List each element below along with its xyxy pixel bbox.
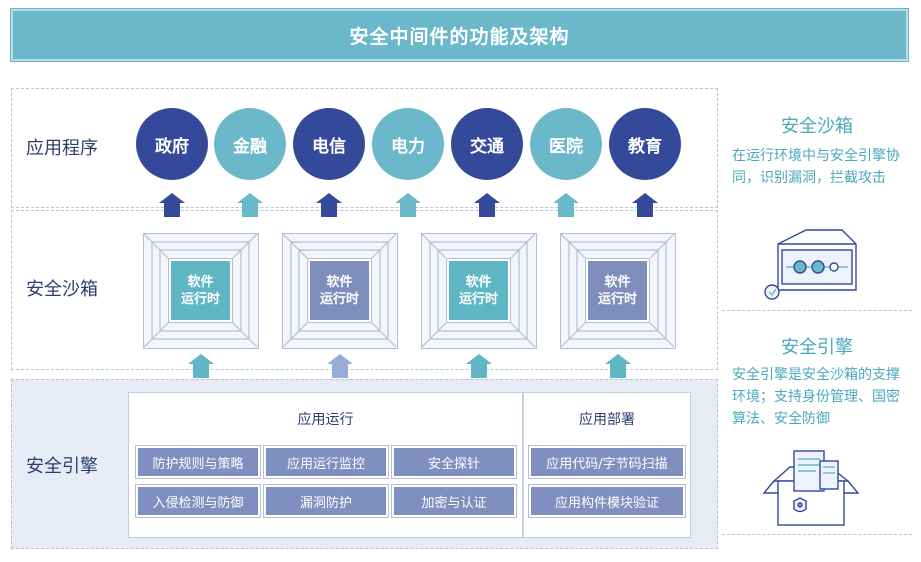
- app-circle-telecom: 电信: [293, 108, 365, 180]
- up-arrow-icon: [605, 354, 631, 378]
- side-separator: [722, 310, 912, 311]
- runtime-label: 软件 运行时: [585, 258, 650, 323]
- engine-cell: 加密与认证: [391, 484, 517, 518]
- runtime-frame: 软件 运行时: [282, 233, 398, 349]
- row-label-sandbox: 安全沙箱: [26, 279, 98, 300]
- app-run-header: 应用运行: [297, 412, 354, 428]
- side-sandbox-title: 安全沙箱: [781, 116, 853, 137]
- runtime-frame: 软件 运行时: [143, 233, 259, 349]
- up-arrow-icon: [316, 193, 342, 217]
- app-circle-government: 政府: [136, 108, 208, 180]
- runtime-label: 软件 运行时: [446, 258, 511, 323]
- sandbox-layer-panel: [11, 210, 718, 370]
- up-arrow-icon: [327, 354, 353, 378]
- runtime-label: 软件 运行时: [307, 258, 372, 323]
- engine-box-icon: [760, 447, 860, 533]
- row-label-engine: 安全引擎: [26, 456, 98, 477]
- up-arrow-icon: [474, 193, 500, 217]
- sandbox-box-icon: [760, 222, 860, 306]
- app-circle-education: 教育: [609, 108, 681, 180]
- up-arrow-icon: [237, 193, 263, 217]
- engine-cell: 安全探针: [391, 445, 517, 479]
- up-arrow-icon: [188, 354, 214, 378]
- runtime-label: 软件 运行时: [168, 258, 233, 323]
- app-circle-transport: 交通: [451, 108, 523, 180]
- engine-cell: 应用代码/字节码扫描: [528, 445, 686, 479]
- app-circle-finance: 金融: [214, 108, 286, 180]
- app-deploy-header: 应用部署: [579, 412, 635, 428]
- up-arrow-icon: [553, 193, 579, 217]
- engine-cell: 防护规则与策略: [135, 445, 261, 479]
- side-engine-desc: 安全引擎是安全沙箱的支撑环境；支持身份管理、国密算法、安全防御: [732, 367, 900, 427]
- engine-cell: 入侵检测与防御: [135, 484, 261, 518]
- engine-cell: 应用运行监控: [263, 445, 389, 479]
- side-sandbox-desc: 在运行环境中与安全引擎协同，识别漏洞，拦截攻击: [732, 148, 900, 186]
- runtime-frame: 软件 运行时: [421, 233, 537, 349]
- engine-cell: 应用构件模块验证: [528, 484, 686, 518]
- up-arrow-icon: [466, 354, 492, 378]
- app-circle-hospital: 医院: [530, 108, 602, 180]
- page-title: 安全中间件的功能及架构: [10, 8, 909, 62]
- runtime-frame: 软件 运行时: [560, 233, 676, 349]
- up-arrow-icon: [159, 193, 185, 217]
- up-arrow-icon: [395, 193, 421, 217]
- application-layer-panel: [11, 88, 718, 208]
- side-engine-title: 安全引擎: [781, 337, 853, 358]
- side-separator: [722, 534, 912, 535]
- up-arrow-icon: [632, 193, 658, 217]
- engine-cell: 漏洞防护: [263, 484, 389, 518]
- app-circle-power: 电力: [372, 108, 444, 180]
- row-label-application: 应用程序: [26, 138, 98, 159]
